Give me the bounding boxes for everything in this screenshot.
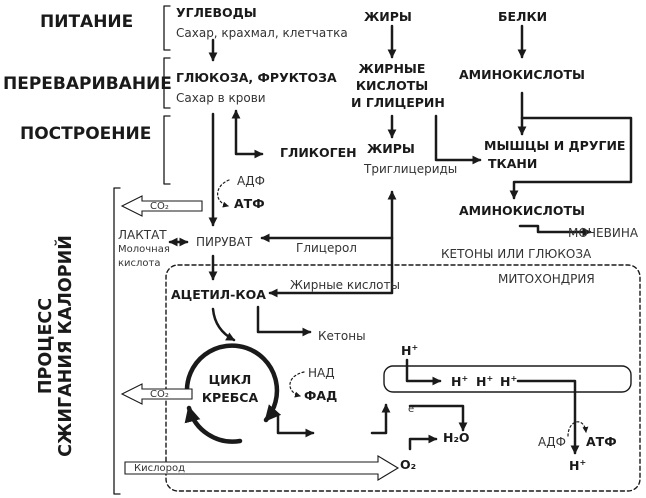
h-ion-top: H+: [401, 343, 419, 359]
arrow-o2-h2o: [408, 434, 438, 451]
muscles-line1: МЫШЦЫ И ДРУГИЕ: [484, 138, 626, 153]
arrow-amino-urea: [518, 224, 592, 237]
mitochondria-box: [165, 264, 641, 492]
arrow-adp-atp-mito: [567, 421, 589, 437]
krebs-cycle-arc-2: [184, 405, 243, 444]
muscles-line2: ТКАНИ: [488, 156, 538, 171]
arrow-h-out: [516, 379, 580, 455]
h-ion-2: H+: [476, 374, 494, 390]
glycogen-label: ГЛИКОГЕН: [280, 145, 357, 160]
adp-label-mito: АДФ: [538, 435, 566, 449]
stage-burning-line2: СЖИГАНИЯ КАЛОРИЙ: [56, 235, 76, 457]
carbs-title: УГЛЕВОДЫ: [176, 5, 257, 20]
krebs-line1: ЦИКЛ: [208, 372, 252, 387]
arrow-acetyl-ketones: [256, 305, 312, 337]
fatty-acids-label: Жирные кислоты: [290, 278, 400, 292]
atp-label: АТФ: [234, 196, 265, 211]
fats-title: ЖИРЫ: [364, 9, 412, 24]
urea-label: МОЧЕВИНА: [568, 226, 639, 240]
h-ion-1: H+: [451, 374, 469, 390]
stage-digestion: ПЕРЕВАРИВАНИЕ: [3, 74, 172, 94]
ketones-label: Кетоны: [318, 329, 366, 343]
electron-label: e⁻: [408, 404, 420, 415]
co2-arrow-mito: [120, 383, 193, 405]
oxygen-arrow: [124, 455, 400, 481]
arrow-acids-muscles: [434, 114, 482, 165]
acetyl-coa-label: АЦЕТИЛ-КОА: [171, 287, 266, 302]
pyruvate-label: ПИРУВАТ: [196, 235, 253, 249]
membrane: [383, 365, 632, 393]
arrow-h-in: [405, 358, 442, 386]
triglycerides-label: Триглицериды: [364, 162, 458, 176]
co2-label-top: CO₂: [150, 201, 169, 212]
arrow-adp-atp: [217, 179, 230, 208]
lactate-label: ЛАКТАТ: [118, 228, 167, 242]
ketones-or-glucose: КЕТОНЫ ИЛИ ГЛЮКОЗА: [441, 247, 592, 261]
glucose-label: ГЛЮКОЗА, ФРУКТОЗА: [176, 70, 337, 85]
stage-nutrition: ПИТАНИЕ: [40, 12, 134, 32]
atp-label-mito: АТФ: [586, 434, 617, 449]
fatty-acids-line2: КИСЛОТЫ: [355, 78, 429, 93]
fatty-acids-line3: И ГЛИЦЕРИН: [351, 95, 445, 110]
h2o-label: H₂O: [443, 430, 470, 445]
brace-digestion: [163, 57, 171, 109]
amino-acids-label: АМИНОКИСЛОТЫ: [459, 67, 586, 82]
glycerol-label: Глицерол: [296, 241, 357, 255]
amino-acids-2: АМИНОКИСЛОТЫ: [459, 203, 586, 218]
co2-arrow-top: [120, 195, 203, 217]
arrow-etc-input: [370, 403, 391, 435]
h-ion-bottom: H+: [569, 458, 587, 474]
adp-label: АДФ: [237, 174, 265, 188]
nad-label: НАД: [308, 366, 335, 380]
lactic-acid-line1: Молочная: [118, 244, 170, 255]
stage-burning-line1: ПРОЦЕСС: [35, 297, 56, 395]
o2-label: O₂: [400, 457, 417, 472]
stage-building: ПОСТРОЕНИЕ: [20, 124, 152, 144]
arrow-acetyl-krebs: [211, 307, 236, 342]
arrow-amino-cycle: [509, 116, 633, 200]
arrow-electron: [408, 404, 468, 432]
glucose-sublabel: Сахар в крови: [176, 91, 266, 105]
brace-building: [163, 115, 171, 185]
arrow-fats-glycerol: [260, 190, 397, 243]
krebs-cycle-arc: [184, 343, 282, 423]
fats-stored: ЖИРЫ: [367, 141, 415, 156]
arrow-fattyacids-acetyl: [268, 236, 394, 298]
oxygen-label: Кислород: [134, 463, 185, 474]
krebs-line2: КРЕБСА: [201, 390, 259, 405]
stage-burning: ПРОЦЕСС СЖИГАНИЯ КАЛОРИЙ: [36, 235, 76, 457]
mitochondria-label: МИТОХОНДРИЯ: [498, 272, 595, 286]
co2-label-mito: CO₂: [150, 389, 169, 400]
brace-nutrition: [163, 5, 171, 51]
arrow-krebs-etc: [276, 414, 315, 438]
proteins-title: БЕЛКИ: [498, 9, 548, 24]
arrow-nad-fad: [289, 371, 305, 398]
fad-label: ФАД: [304, 388, 338, 403]
h-ion-3: H+: [500, 374, 518, 390]
brace-burning: [113, 187, 121, 495]
fatty-acids-line1: ЖИРНЫЕ: [358, 61, 426, 76]
carbs-subtitle: Сахар, крахмал, клетчатка: [176, 26, 348, 40]
arrow-glucose-glycogen: [231, 109, 264, 159]
lactic-acid-line2: кислота: [118, 258, 161, 269]
